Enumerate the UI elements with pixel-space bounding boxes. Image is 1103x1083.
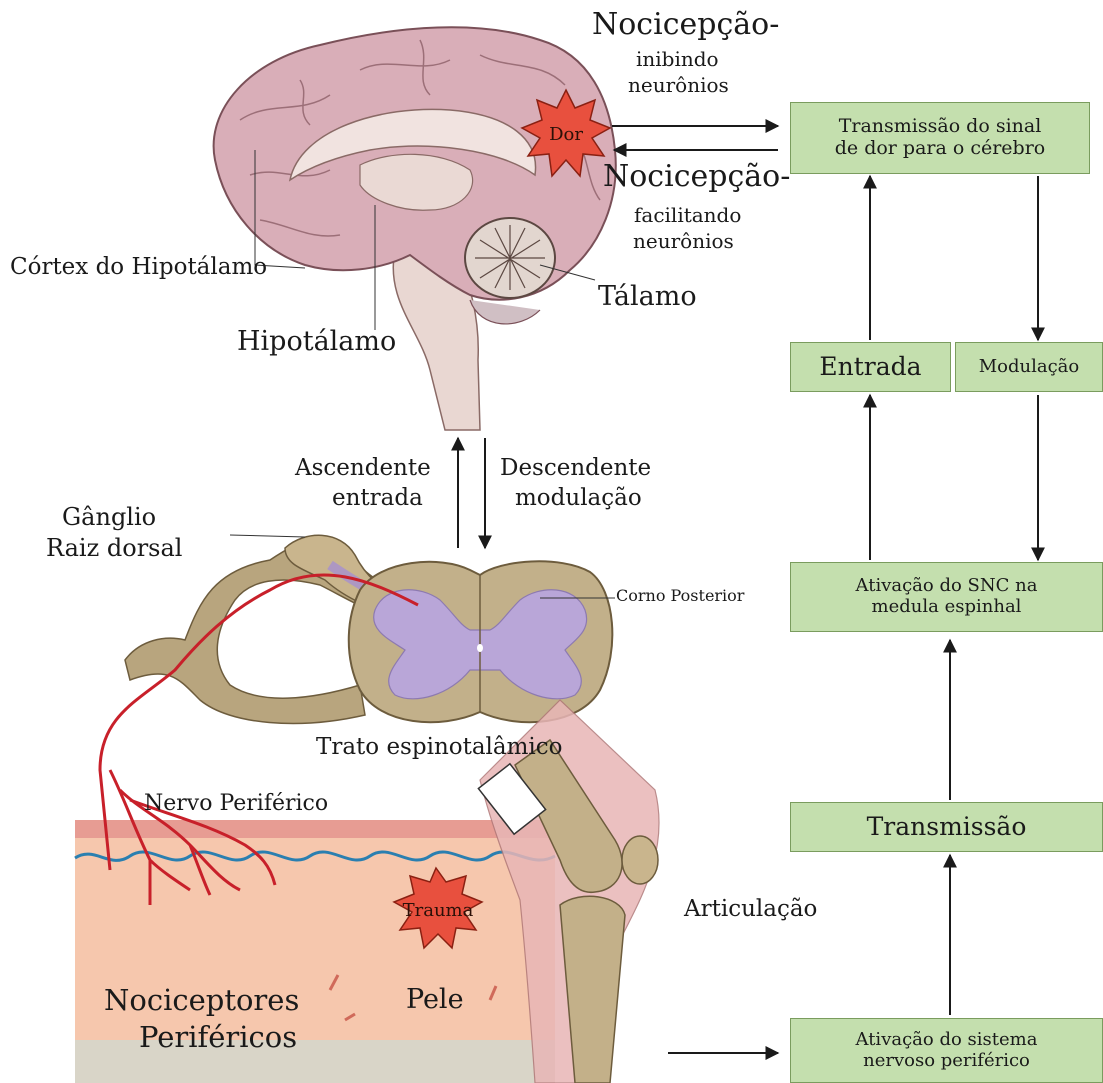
ganglion-line1: Gânglio bbox=[62, 504, 156, 530]
brain-illustration bbox=[214, 27, 616, 430]
box-transmission: Transmissão bbox=[790, 802, 1103, 852]
descending-line1: Descendente bbox=[500, 456, 651, 481]
box-pns-activation: Ativação do sistema nervoso periférico bbox=[790, 1018, 1103, 1083]
box-modulation: Modulação bbox=[955, 342, 1103, 392]
nociception-facilitating-line2: neurônios bbox=[633, 230, 734, 252]
nociception-inhibiting-title: Nocicepção- bbox=[592, 8, 779, 41]
box-transmission-label: Transmissão bbox=[867, 813, 1027, 842]
nociception-inhibiting-line2: neurônios bbox=[628, 74, 729, 96]
nociception-facilitating-title: Nocicepção- bbox=[603, 160, 790, 193]
ganglion-leader bbox=[230, 535, 305, 537]
box-modulation-label: Modulação bbox=[979, 357, 1080, 378]
descending-line2: modulação bbox=[515, 486, 642, 511]
thalamus-label: Tálamo bbox=[598, 282, 697, 312]
patella bbox=[622, 836, 658, 884]
ascending-line2: entrada bbox=[332, 486, 423, 511]
cerebellum bbox=[465, 218, 555, 324]
box-brain-transmission-line1: Transmissão do sinal bbox=[839, 116, 1042, 138]
box-input-label: Entrada bbox=[819, 353, 921, 382]
nociceptors-line2: Periféricos bbox=[139, 1022, 297, 1054]
nociception-facilitating-line1: facilitando bbox=[634, 204, 741, 226]
spinothalamic-label: Trato espinotalâmico bbox=[316, 735, 563, 760]
pain-label: Dor bbox=[538, 124, 594, 145]
skin-label: Pele bbox=[406, 985, 464, 1015]
box-pns-activation-line2: nervoso periférico bbox=[863, 1051, 1030, 1072]
box-cns-activation-line2: medula espinhal bbox=[872, 597, 1022, 618]
box-cns-activation-line1: Ativação do SNC na bbox=[856, 576, 1038, 597]
ganglion-line2: Raiz dorsal bbox=[46, 535, 182, 561]
posterior-horn-label: Corno Posterior bbox=[616, 587, 744, 605]
joint-label: Articulação bbox=[684, 897, 817, 922]
nociceptors-line1: Nociceptores bbox=[104, 985, 299, 1017]
nociception-inhibiting-line1: inibindo bbox=[636, 48, 719, 70]
box-pns-activation-line1: Ativação do sistema bbox=[856, 1030, 1038, 1051]
hypothalamus-label: Hipotálamo bbox=[237, 327, 396, 357]
trauma-label: Trauma bbox=[398, 900, 478, 921]
spinal-cord-illustration bbox=[125, 535, 615, 723]
peripheral-nerve-label: Nervo Periférico bbox=[144, 792, 328, 816]
cortex-label: Córtex do Hipotálamo bbox=[10, 255, 267, 280]
box-brain-transmission-line2: de dor para o cérebro bbox=[835, 138, 1045, 160]
box-cns-activation: Ativação do SNC na medula espinhal bbox=[790, 562, 1103, 632]
ascending-line1: Ascendente bbox=[295, 456, 431, 481]
box-input: Entrada bbox=[790, 342, 951, 392]
box-brain-transmission: Transmissão do sinal de dor para o céreb… bbox=[790, 102, 1090, 174]
